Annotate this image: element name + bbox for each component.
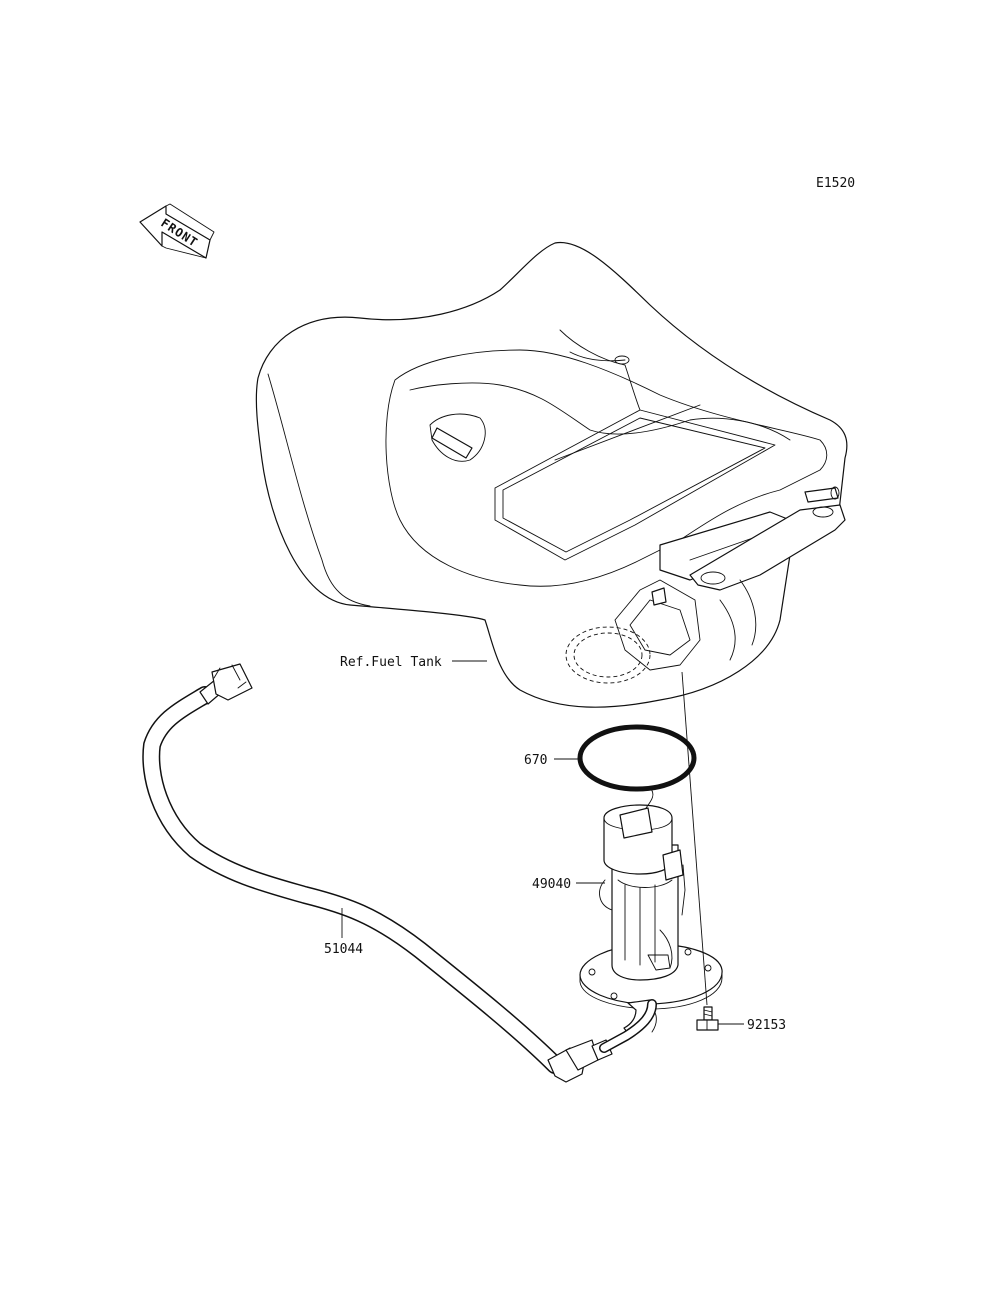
fuel-pump-illustration (579, 787, 723, 1037)
bolt-illustration (696, 1006, 719, 1031)
callout-gasket: 670 (524, 753, 547, 768)
callout-hose: 51044 (324, 942, 363, 957)
diagram-code: E1520 (816, 176, 855, 191)
callout-bolt: 92153 (747, 1018, 786, 1033)
fuel-tank-illustration (255, 241, 848, 708)
front-arrow-icon: FRONT (139, 203, 215, 259)
callout-fuel-tank: Ref.Fuel Tank (340, 655, 442, 670)
fuel-hose-illustration (142, 663, 657, 1083)
alignment-line (681, 671, 708, 1006)
callout-fuel-pump: 49040 (532, 877, 571, 892)
gasket-ring-illustration (577, 724, 697, 792)
